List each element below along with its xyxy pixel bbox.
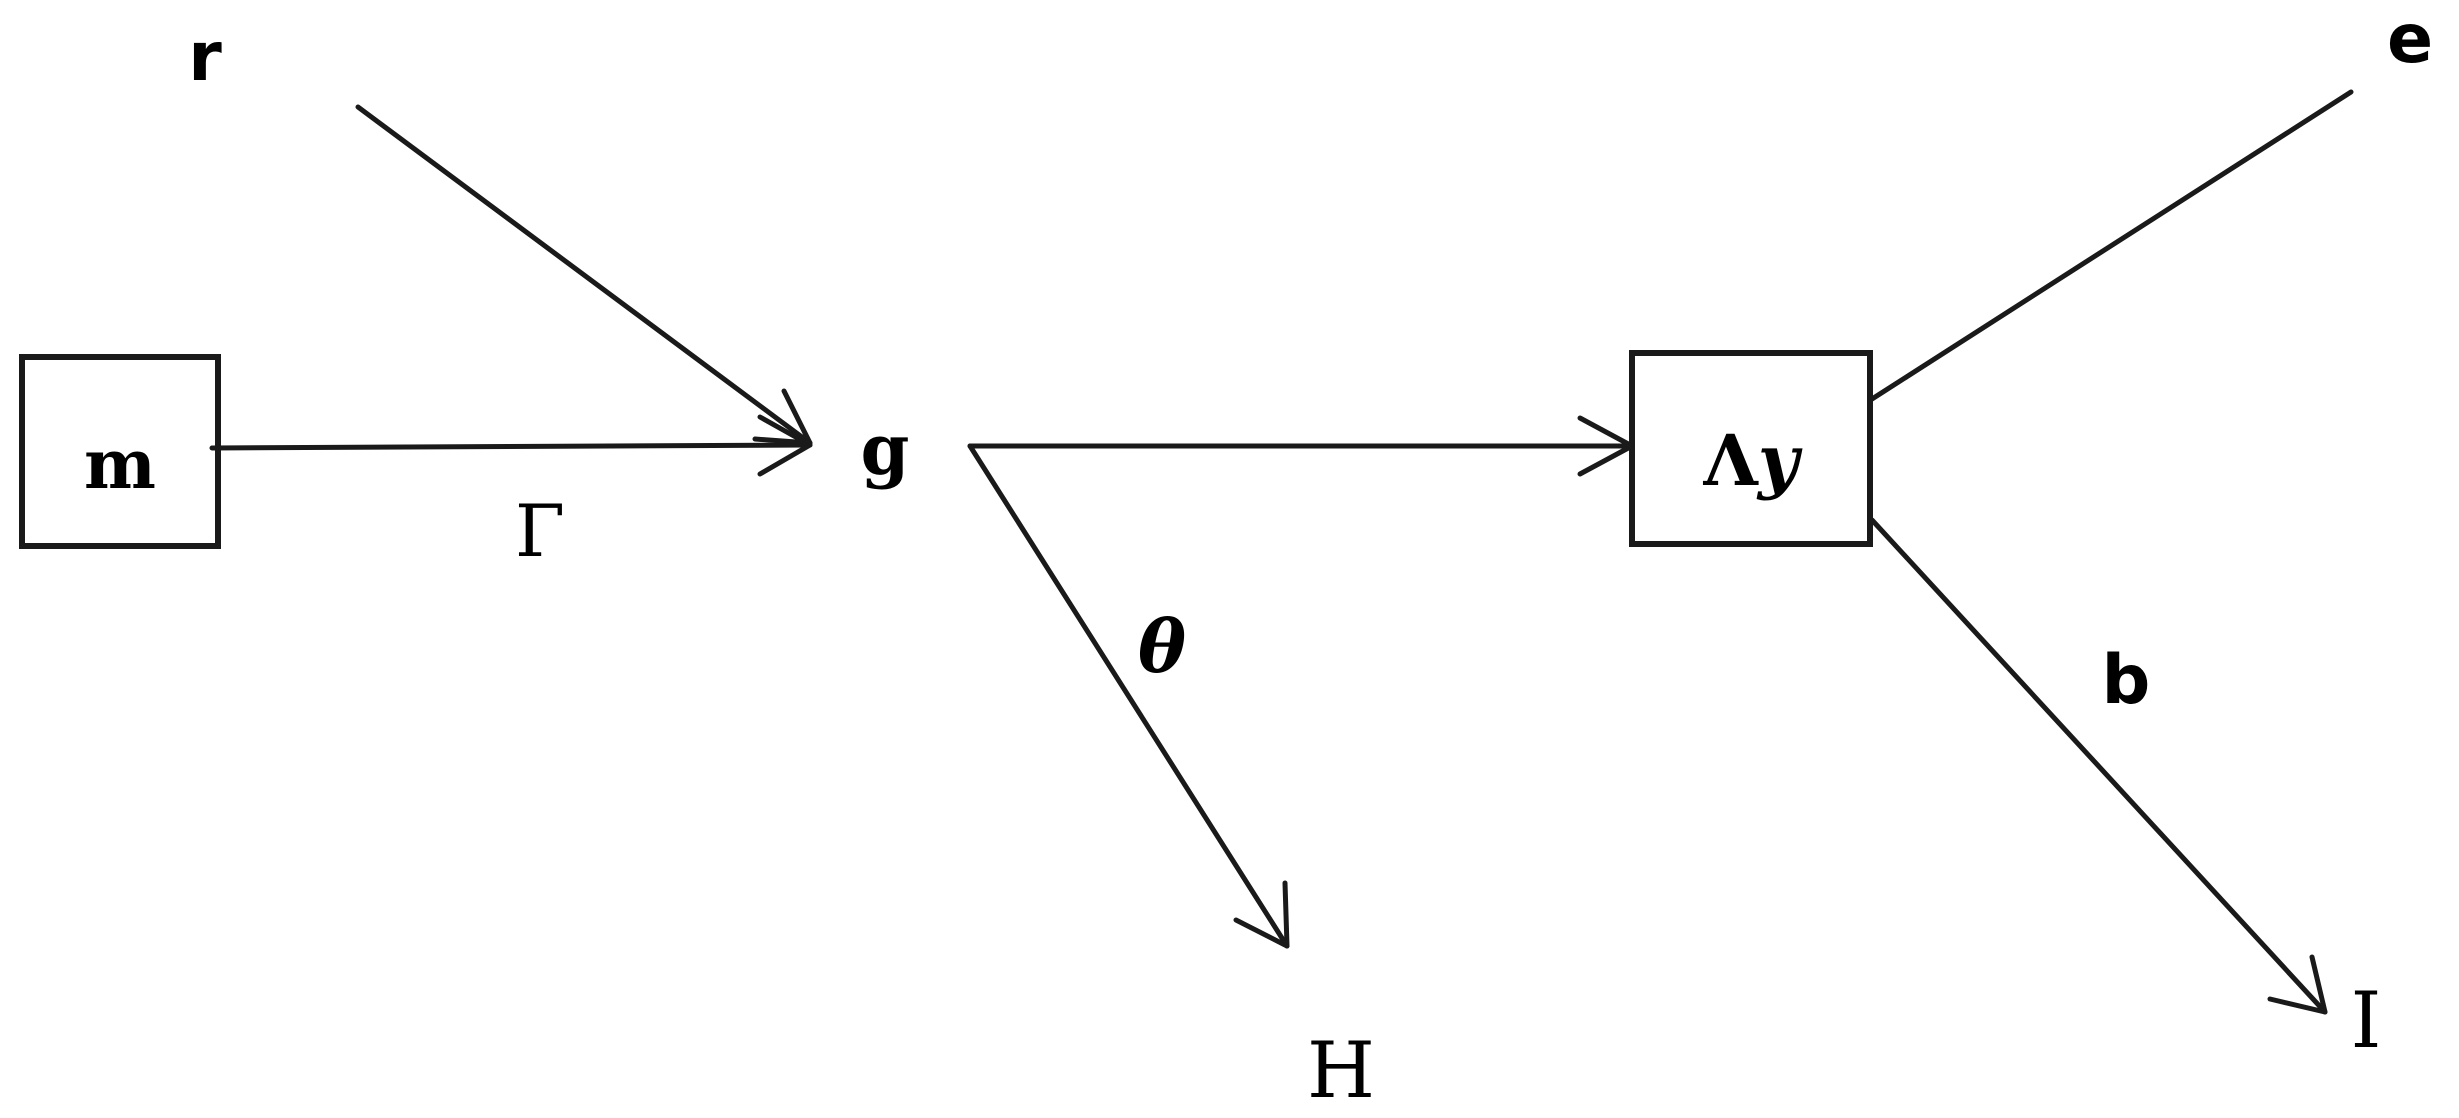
node-g-label: g bbox=[861, 408, 910, 491]
edge-lambda-y-to-I bbox=[1869, 517, 2328, 1015]
node-lambda-y-box bbox=[1629, 350, 1873, 547]
edge-m-to-g bbox=[209, 414, 813, 477]
edge-r-to-g bbox=[355, 104, 813, 446]
edge-g-to-H bbox=[967, 443, 1290, 949]
edge-label-theta: θ bbox=[1138, 604, 1186, 689]
node-r-label: r bbox=[188, 18, 222, 97]
edge-g-to-lambda-y bbox=[967, 415, 1635, 477]
edge-lambda-y-to-e bbox=[1869, 89, 2354, 402]
node-m-box bbox=[19, 354, 221, 549]
edge-label-gamma: Γ bbox=[515, 489, 565, 573]
node-lambda-y-label: Λy bbox=[1703, 419, 1803, 502]
lambda-symbol: Λ bbox=[1703, 419, 1760, 502]
node-I-label: Ι bbox=[2351, 976, 2382, 1066]
node-e-label: e bbox=[2387, 0, 2433, 79]
node-H-label: H bbox=[1307, 1026, 1375, 1116]
node-m-label: m bbox=[84, 425, 156, 505]
lambda-subscript-y: y bbox=[1756, 419, 1803, 502]
edge-label-b: b bbox=[2102, 641, 2151, 720]
